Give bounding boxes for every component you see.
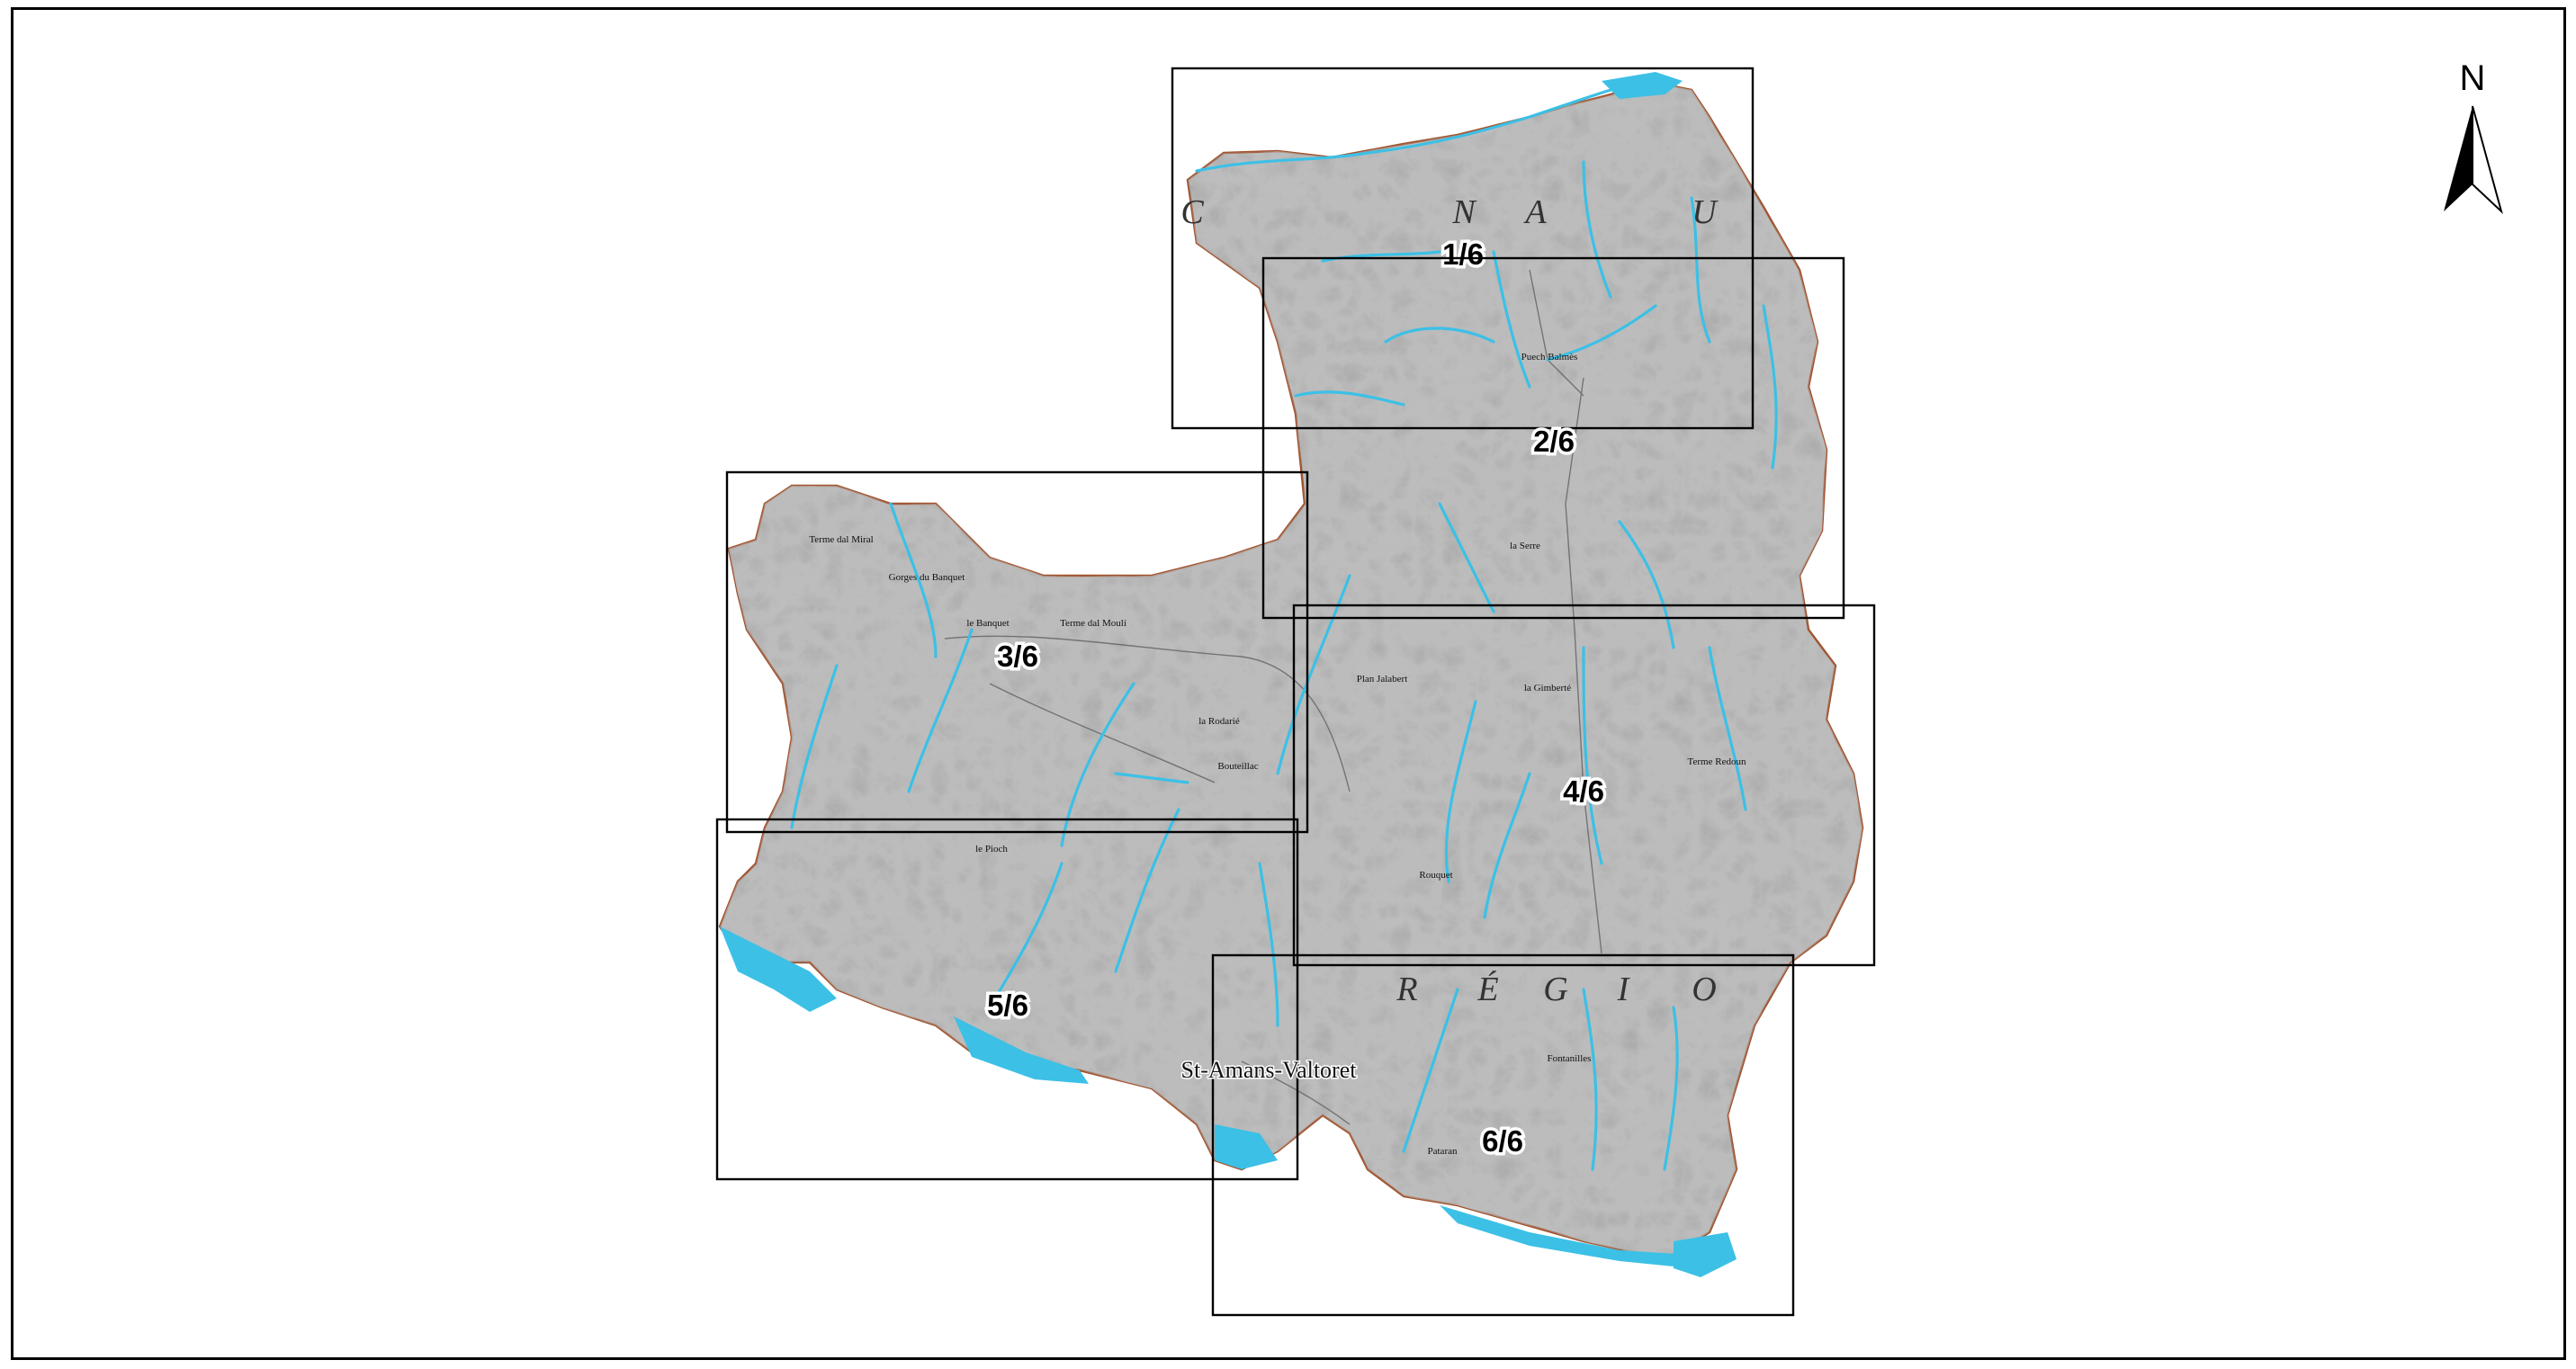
tile-frame-4[interactable]	[1292, 604, 1876, 967]
stream-9	[1438, 502, 1495, 613]
stream-16	[907, 628, 974, 793]
place-label: la Serre	[1510, 541, 1540, 551]
region-letter-top-4: U	[1692, 193, 1719, 231]
stream-18	[988, 862, 1064, 1009]
water-features	[790, 79, 1778, 1171]
stream-12	[1582, 646, 1603, 865]
stream-19	[1114, 808, 1180, 973]
tile-label-3: 3/6	[997, 640, 1038, 673]
river-west	[720, 926, 837, 1012]
region-letter-bottom-2: É	[1476, 971, 1500, 1008]
tile-frame-1[interactable]	[1171, 67, 1755, 430]
tile-label-1: 1/6	[1442, 237, 1484, 271]
region-letter-bottom-4: I	[1617, 971, 1631, 1008]
tile-label-6: 6/6	[1482, 1124, 1523, 1158]
river-top-north	[1195, 79, 1648, 173]
stream-14	[1276, 574, 1351, 775]
stream-21	[1582, 988, 1598, 1171]
stream-22	[1663, 1006, 1679, 1171]
tile-label-2: 2/6	[1533, 425, 1575, 458]
north-arrow-icon	[2444, 106, 2473, 211]
place-label: Pataran	[1428, 1146, 1458, 1157]
place-label: Terme dal Miral	[809, 534, 873, 545]
river-south	[1440, 1205, 1710, 1268]
place-label: Rouquet	[1419, 870, 1452, 881]
tile-grid: 1/6 2/6 3/6 4/6 5/6 6/6	[715, 67, 1876, 1317]
stream-7	[1690, 196, 1711, 344]
region-letters: C N A U R É G I O	[1180, 193, 1719, 1008]
north-arrow-outline	[2472, 105, 2503, 215]
place-label: Terme Redoun	[1688, 756, 1746, 767]
stream-20	[1402, 988, 1459, 1153]
region-letter-bottom-3: G	[1543, 971, 1569, 1008]
stream-10	[1618, 520, 1675, 649]
roads	[944, 269, 1602, 1125]
stream-3	[1384, 327, 1495, 344]
tile-frame-5[interactable]	[715, 818, 1299, 1181]
tile-frame-2[interactable]	[1261, 256, 1845, 620]
stream-6	[1582, 160, 1612, 299]
stream-5	[1546, 304, 1657, 362]
stream-2	[1492, 250, 1531, 389]
stream-23	[1483, 772, 1531, 919]
tile-frame-3[interactable]	[725, 470, 1309, 834]
stream-13	[1444, 700, 1477, 883]
town-water	[1215, 1124, 1278, 1169]
stream-15	[1060, 682, 1135, 847]
terrain-relief	[718, 79, 1864, 1261]
region-letter-bottom-5: O	[1692, 971, 1718, 1008]
place-label: le Banquet	[966, 618, 1009, 629]
north-label: N	[2460, 58, 2486, 98]
place-label: la Gimberté	[1524, 683, 1571, 693]
place-label: le Pioch	[975, 844, 1008, 855]
stream-24	[1114, 772, 1189, 784]
place-label: Bouteillac	[1217, 761, 1258, 772]
stream-8	[1762, 304, 1778, 470]
region-letter-bottom-1: R	[1396, 971, 1419, 1008]
place-label: Plan Jalabert	[1357, 674, 1408, 684]
tile-label-5: 5/6	[987, 989, 1028, 1022]
relief-texture	[720, 81, 1862, 1259]
region-letter-top-2: N	[1451, 193, 1477, 231]
stream-4	[1294, 390, 1405, 407]
tile-label-4: 4/6	[1563, 774, 1604, 808]
stream-25	[889, 502, 938, 658]
place-label: Terme dal Moulí	[1060, 618, 1126, 629]
place-label: la Rodarié	[1198, 716, 1240, 727]
region-letter-top-1: C	[1180, 193, 1205, 231]
place-label: Gorges du Banquet	[889, 572, 965, 583]
region-letter-top-3: A	[1522, 193, 1548, 231]
north-arrow: N	[2444, 58, 2503, 215]
place-label: Fontanilles	[1548, 1053, 1592, 1064]
river-top	[1602, 72, 1683, 99]
stream-11	[1708, 646, 1747, 811]
place-label: Puech Balmès	[1521, 352, 1578, 362]
stream-26	[1258, 862, 1279, 1027]
tile-frame-6[interactable]	[1211, 953, 1795, 1317]
river-southeast	[1674, 1232, 1737, 1277]
stream-17	[790, 664, 839, 829]
town-label: St-Amans-Valtoret	[1181, 1057, 1358, 1083]
water-bodies	[720, 72, 1737, 1277]
river-south-west	[954, 1016, 1089, 1084]
